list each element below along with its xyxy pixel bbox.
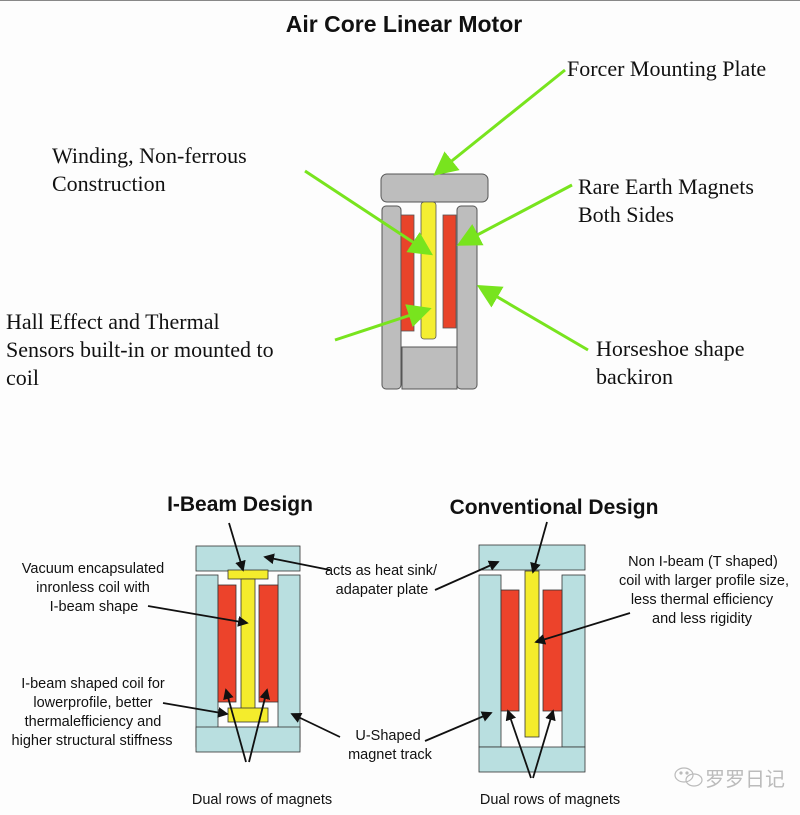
arrow-u-track — [290, 713, 341, 738]
label-heat-sink-line2: adapater plate — [336, 582, 429, 598]
label-winding-line1: Winding, Non-ferrous — [52, 143, 247, 168]
label-backiron-line1: Horseshoe shape — [596, 336, 744, 361]
arrow-non-ibeam — [534, 612, 631, 645]
label-ibeam-coil-line1: I-beam shaped coil for — [21, 676, 165, 692]
arrow-magnets — [456, 183, 573, 246]
label-hall-line2: Sensors built-in or mounted to — [6, 337, 274, 362]
label-vacuum-line2: inronless coil with — [36, 580, 150, 596]
label-vacuum-line1: Vacuum encapsulated — [22, 561, 164, 577]
page-title: Air Core Linear Motor — [286, 11, 522, 37]
ibeam-track-left — [195, 574, 219, 748]
label-non-ibeam-line1: Non I-beam (T shaped) — [628, 554, 778, 570]
magnet-right — [442, 214, 457, 329]
label-ibeam-dual-rows: Dual rows of magnets — [192, 792, 332, 808]
label-hall-line1: Hall Effect and Thermal — [6, 309, 220, 334]
label-u-track-line1: U-Shaped — [355, 728, 420, 744]
top-border — [0, 0, 800, 1]
ibeam-design-diagram: I-Beam Design Vacuum encapsulated inronl… — [12, 493, 438, 808]
label-heat-sink-line1: acts as heat sink/ — [325, 563, 438, 579]
conventional-title: Conventional Design — [450, 496, 659, 519]
conv-adapter-plate — [478, 544, 586, 571]
label-ibeam-coil-line2: lowerprofile, better — [33, 695, 152, 711]
forcer-mounting-plate — [380, 173, 489, 203]
conventional-design-diagram: Conventional Design Non I-beam (T shaped… — [424, 496, 789, 808]
ibeam-coil-top-flange — [227, 569, 269, 580]
label-ibeam-coil-line3: thermalefficiency and — [25, 714, 162, 730]
arrow-winding — [304, 169, 434, 256]
label-ibeam-coil-line4: higher structural stiffness — [12, 733, 173, 749]
label-forcer-plate: Forcer Mounting Plate — [567, 56, 766, 81]
label-hall-line3: coil — [6, 365, 39, 390]
label-non-ibeam-line2: coil with larger profile size, — [619, 573, 789, 589]
ibeam-adapter-plate — [195, 545, 301, 572]
backiron-right-leg — [456, 205, 478, 390]
watermark: 罗罗日记 — [674, 767, 785, 791]
label-backiron-line2: backiron — [596, 364, 673, 389]
conv-magnet-left — [500, 589, 520, 712]
label-conv-dual-rows: Dual rows of magnets — [480, 792, 620, 808]
arrow-conv-dual-right — [532, 709, 556, 779]
conv-magnet-right — [542, 589, 563, 712]
arrow-conv-u-track — [424, 711, 493, 742]
label-winding-line2: Construction — [52, 171, 166, 196]
label-magnets-line1: Rare Earth Magnets — [578, 174, 754, 199]
conv-track-left — [478, 574, 502, 748]
arrow-backiron — [476, 284, 589, 352]
arrow-dual-rows-left — [223, 688, 247, 763]
ibeam-title: I-Beam Design — [167, 493, 313, 516]
label-non-ibeam-line4: and less rigidity — [652, 611, 753, 627]
conv-track-right — [561, 574, 586, 748]
ibeam-track-right — [277, 574, 301, 748]
watermark-text: 罗罗日记 — [705, 767, 785, 791]
arrow-dual-rows-right — [248, 688, 271, 763]
label-magnets-line2: Both Sides — [578, 202, 674, 227]
coil-winding — [420, 201, 437, 340]
arrow-ibeam-title — [228, 522, 246, 572]
arrow-conv-heat-sink — [434, 560, 500, 591]
arrow-conv-dual-left — [505, 709, 532, 779]
conv-track-base — [478, 746, 586, 773]
label-vacuum-line3: I-beam shape — [50, 599, 139, 615]
arrow-hall-sensors — [334, 304, 432, 342]
arrow-heat-sink — [263, 553, 331, 571]
ibeam-coil-web — [240, 578, 256, 710]
label-u-track-line2: magnet track — [348, 747, 433, 763]
arrow-vacuum-coil — [147, 605, 249, 627]
air-core-motor-diagram: Forcer Mounting Plate Winding, Non-ferro… — [6, 56, 766, 390]
backiron-base — [401, 346, 458, 390]
arrow-conv-title — [530, 521, 548, 574]
ibeam-magnet-right — [258, 584, 279, 703]
wechat-icon — [674, 767, 703, 787]
ibeam-track-base — [195, 726, 301, 753]
conv-coil-t-shaped — [524, 570, 540, 738]
ibeam-magnet-left — [217, 584, 237, 703]
label-non-ibeam-line3: less thermal efficiency — [631, 592, 774, 608]
arrow-ibeam-coil — [162, 702, 229, 718]
arrow-forcer-plate — [433, 68, 566, 176]
